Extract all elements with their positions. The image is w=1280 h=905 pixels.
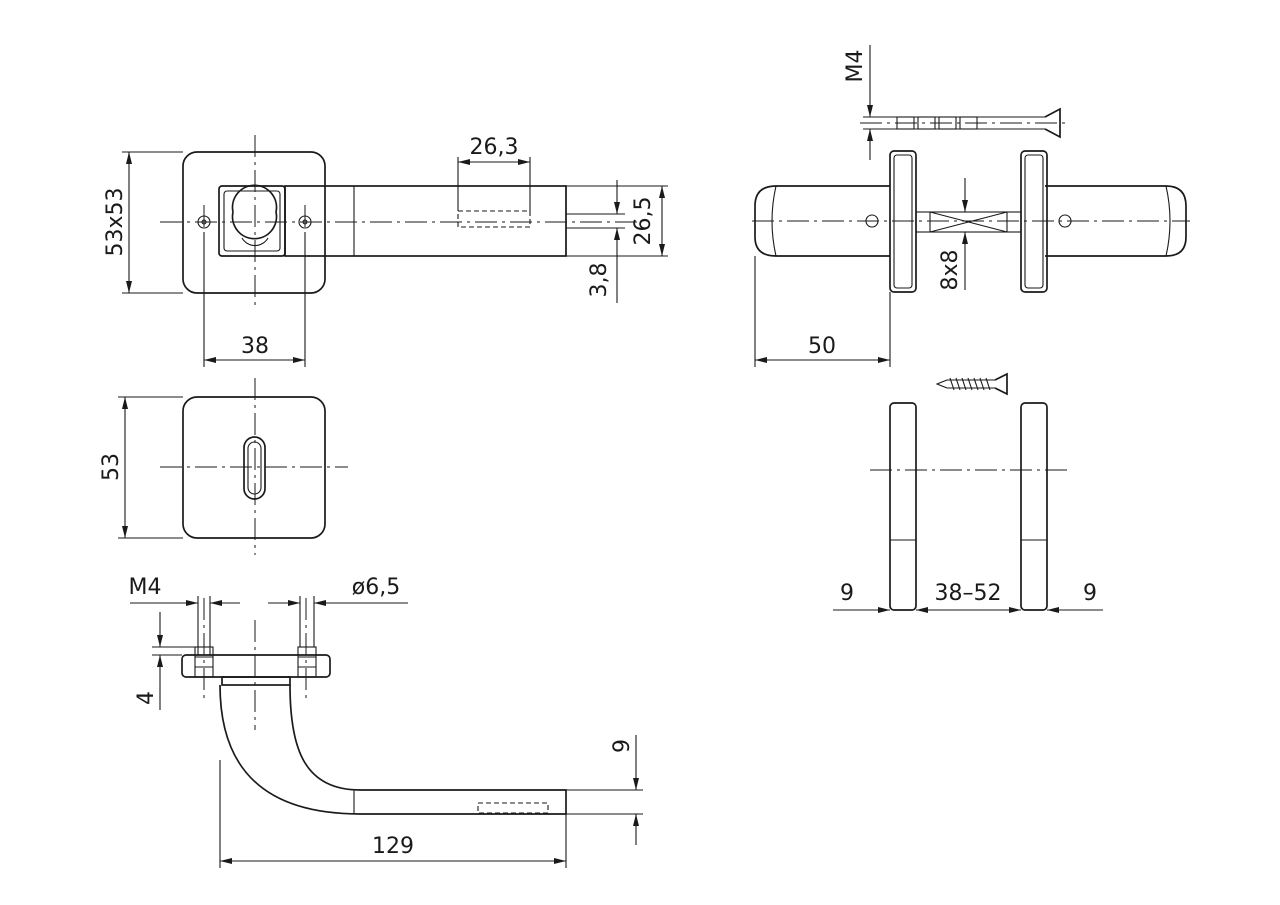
- dim-rose-thickness: 4: [134, 691, 159, 705]
- lever-front-view: 53x53 26,3 26,5 3,8 38: [103, 135, 668, 367]
- insert-slot-side: [477, 802, 549, 814]
- escutcheon-view: 53: [99, 378, 348, 555]
- rose-plate: [182, 151, 326, 294]
- dim-lever-height: 26,5: [631, 197, 656, 246]
- insert-slot: [457, 210, 531, 228]
- bolt-icon: [1044, 107, 1061, 139]
- rose-profile-left: [889, 402, 917, 611]
- dim-spindle-offset: 26,3: [470, 135, 519, 160]
- door-thickness-view: 9 38–52 9: [833, 372, 1103, 613]
- dim-spindle-square: 8x8: [938, 249, 963, 290]
- lever-side-view: M4 ø6,5 4 9 129: [129, 575, 643, 868]
- dim-screw-thread-lower: M4: [129, 575, 162, 600]
- lever-grip: [284, 185, 567, 257]
- dim-screw-thread-upper: M4: [843, 50, 868, 83]
- dim-lever-length: 129: [372, 834, 414, 859]
- dim-lever-thickness: 9: [610, 739, 635, 753]
- dim-lever-gap: 3,8: [587, 263, 612, 298]
- wood-screw-icon: [994, 372, 1008, 396]
- dim-lever-projection: 50: [808, 334, 836, 359]
- dim-screw-spacing: 38: [241, 334, 269, 359]
- dim-escutcheon-size: 53: [99, 453, 124, 481]
- dim-door-thickness: 38–52: [935, 581, 1002, 606]
- spindle-hub: [231, 184, 278, 240]
- rose-profile-right: [1020, 402, 1048, 611]
- escutcheon-plate: [182, 396, 326, 539]
- lever-profile: [219, 684, 567, 815]
- dim-rose-depth-left: 9: [840, 581, 854, 606]
- spindle-square: [915, 211, 1022, 233]
- section-view: M4 8x8 50: [752, 45, 1190, 367]
- dim-screw-hole-diameter: ø6,5: [352, 575, 400, 600]
- dim-rose-size: 53x53: [103, 187, 128, 256]
- dim-rose-depth-right: 9: [1083, 581, 1097, 606]
